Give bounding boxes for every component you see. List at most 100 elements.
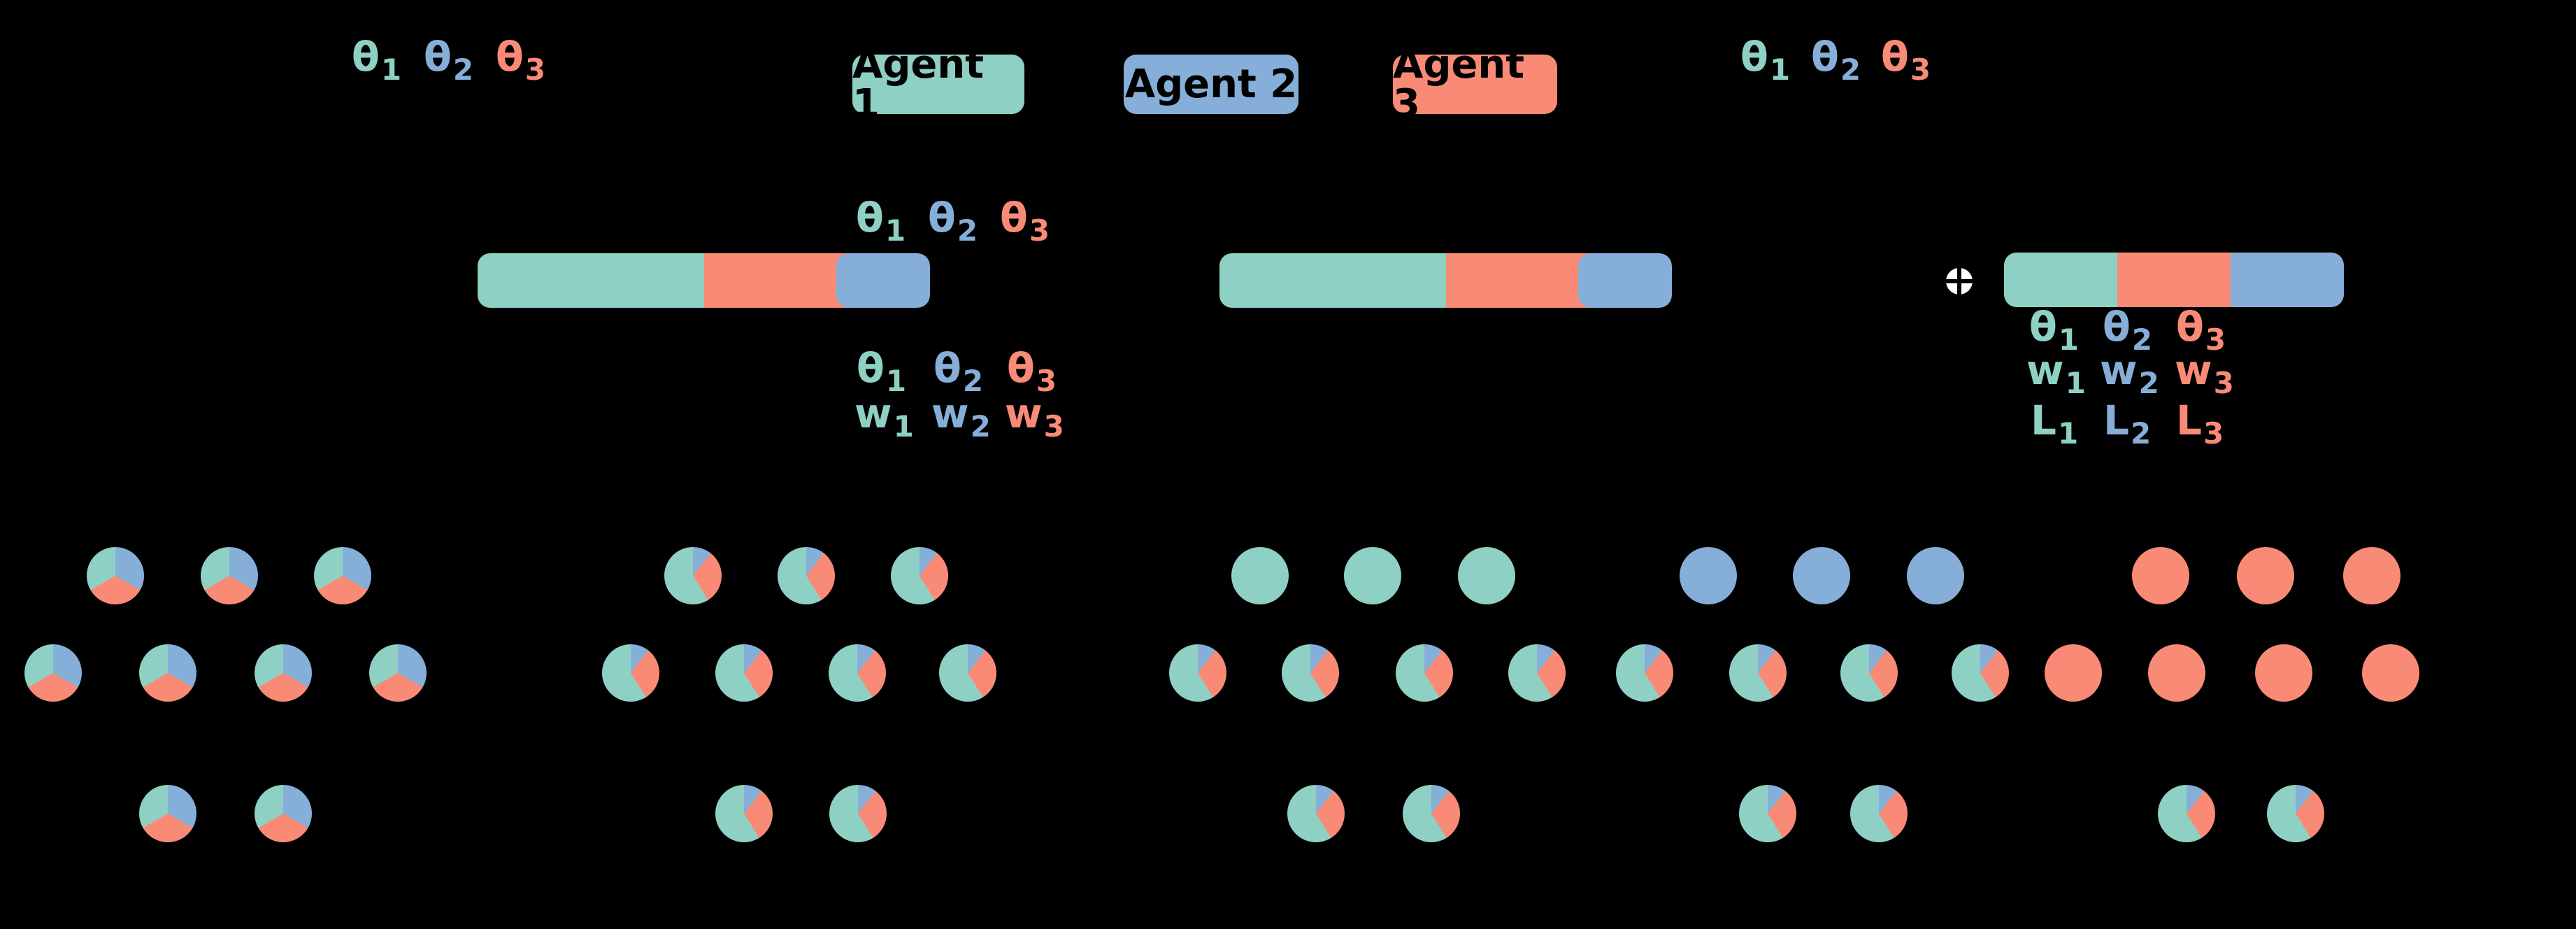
param-base-glyph: θ xyxy=(496,33,524,80)
param-subscript: 2 xyxy=(2130,416,2152,451)
agent2-model-bar-segment-salmon xyxy=(1445,253,1591,308)
agent1-model-bar-segment-blue xyxy=(836,253,930,308)
data-pie-group4-r3-8 xyxy=(1850,785,1908,842)
theta-row-top-right-item-2: θ2 xyxy=(1811,33,1861,84)
agent2-model-bar xyxy=(1219,253,1672,308)
data-pie-group4-r1-10 xyxy=(1680,547,1737,604)
data-pie-group1-r2-3 xyxy=(255,644,312,702)
data-pie-group1-r1-3 xyxy=(314,547,371,604)
param-subscript: 1 xyxy=(2065,365,2086,400)
param-subscript: 2 xyxy=(452,52,474,87)
param-base-glyph: w xyxy=(854,390,892,437)
theta-row-below-bar3-item-3: θ3 xyxy=(2176,303,2226,354)
data-pie-group3-r2-11 xyxy=(1396,644,1453,702)
theta-row-below-bar1-item-2: θ2 xyxy=(933,348,983,395)
param-base-glyph: θ xyxy=(1007,344,1035,392)
data-pie-group5-r2-19 xyxy=(2255,644,2312,702)
theta-row-top-left-item-3: θ3 xyxy=(496,33,545,84)
param-base-glyph: w xyxy=(2175,346,2212,394)
param-subscript: 3 xyxy=(1910,52,1931,87)
data-pie-group1-r1-1 xyxy=(87,547,144,604)
theta-row-top-left-item-1: θ1 xyxy=(352,33,401,84)
theta-row-below-bar1-item-1: θ1 xyxy=(857,348,906,395)
data-pie-group5-r2-17 xyxy=(2045,644,2102,702)
L-row-below-bar3-item-2: L2 xyxy=(2103,397,2151,448)
param-subscript: 3 xyxy=(1036,363,1057,398)
data-pie-group2-r2-6 xyxy=(715,644,773,702)
data-pie-group2-r3-4 xyxy=(829,785,887,842)
aggregated-model-bar-segment-teal xyxy=(2004,253,2118,307)
agent-box-3: Agent 3 xyxy=(1393,45,1557,123)
aggregated-model-bar-segment-salmon xyxy=(2117,253,2231,307)
agent1-model-bar-segment-salmon xyxy=(703,253,849,308)
data-pie-group2-r2-5 xyxy=(602,644,659,702)
data-pie-group3-r2-12 xyxy=(1508,644,1566,702)
data-pie-group2-r2-7 xyxy=(829,644,886,702)
param-subscript: 2 xyxy=(957,213,978,248)
param-subscript: 2 xyxy=(962,363,984,398)
data-pie-group1-r2-4 xyxy=(369,644,427,702)
param-subscript: 3 xyxy=(2203,416,2224,451)
data-pie-group4-r2-13 xyxy=(1616,644,1673,702)
data-pie-group4-r3-7 xyxy=(1739,785,1796,842)
L-row-below-bar3-item-3: L3 xyxy=(2176,400,2224,448)
data-pie-group2-r1-5 xyxy=(778,547,835,604)
param-subscript: 3 xyxy=(1029,213,1050,248)
param-base-glyph: θ xyxy=(352,33,380,80)
aggregation-plus-icon xyxy=(1942,264,1976,298)
agent-box-label: Agent 1 xyxy=(852,41,985,127)
param-base-glyph: θ xyxy=(1000,194,1028,241)
data-pie-group4-r2-16 xyxy=(1952,644,2009,702)
theta-row-below-bar3-item-2: θ2 xyxy=(2103,306,2152,354)
data-pie-group3-r1-9 xyxy=(1458,547,1515,604)
data-pie-group4-r1-12 xyxy=(1907,547,1964,604)
data-pie-group1-r2-2 xyxy=(139,644,196,702)
agent1-model-bar-segment-teal xyxy=(478,253,704,308)
param-base-glyph: θ xyxy=(1811,33,1839,80)
param-base-glyph: L xyxy=(2103,397,2129,444)
param-subscript: 2 xyxy=(970,409,991,444)
param-subscript: 1 xyxy=(380,52,402,87)
param-subscript: 3 xyxy=(2205,322,2226,357)
agent2-model-bar-segment-blue xyxy=(1577,253,1672,308)
theta-row-above-bar1-item-1: θ1 xyxy=(856,194,906,245)
param-base-glyph: θ xyxy=(2176,303,2204,350)
param-base-glyph: θ xyxy=(933,344,961,392)
w-row-below-bar1-item-1: w1 xyxy=(854,390,914,441)
param-subscript: 2 xyxy=(1840,52,1861,87)
param-base-glyph: θ xyxy=(856,194,884,241)
data-pie-group1-r3-1 xyxy=(139,785,196,842)
data-pie-group3-r1-8 xyxy=(1344,547,1401,604)
param-subscript: 3 xyxy=(524,52,546,87)
param-subscript: 1 xyxy=(2058,322,2080,357)
param-subscript: 3 xyxy=(1043,409,1064,444)
param-base-glyph: θ xyxy=(424,33,452,80)
plus-horizontal-stroke xyxy=(1942,279,1976,283)
param-base-glyph: θ xyxy=(857,344,885,392)
data-pie-group3-r1-7 xyxy=(1231,547,1289,604)
aggregated-model-bar xyxy=(2004,253,2344,307)
data-pie-group3-r2-10 xyxy=(1282,644,1339,702)
param-base-glyph: w xyxy=(931,390,969,437)
agent1-model-bar xyxy=(478,253,930,308)
param-base-glyph: w xyxy=(2100,346,2138,394)
param-base-glyph: θ xyxy=(1740,33,1768,80)
w-row-below-bar3-item-2: w2 xyxy=(2100,350,2159,397)
data-pie-group3-r3-5 xyxy=(1287,785,1345,842)
agent-box-1: Agent 1 xyxy=(852,45,1024,123)
agent-box-label: Agent 3 xyxy=(1393,41,1525,127)
agent-box-2: Agent 2 xyxy=(1124,55,1298,114)
data-pie-group1-r3-2 xyxy=(255,785,312,842)
param-base-glyph: w xyxy=(1005,390,1043,437)
data-pie-group5-r1-14 xyxy=(2237,547,2294,604)
param-subscript: 1 xyxy=(885,213,906,248)
data-pie-group5-r1-13 xyxy=(2132,547,2189,604)
param-subscript: 3 xyxy=(2213,365,2234,400)
param-base-glyph: L xyxy=(2031,397,2056,444)
theta-row-above-bar1-item-2: θ2 xyxy=(928,194,978,245)
param-base-glyph: θ xyxy=(2029,303,2057,350)
param-base-glyph: θ xyxy=(928,194,956,241)
aggregated-model-bar-segment-blue xyxy=(2231,253,2344,307)
param-base-glyph: θ xyxy=(1881,33,1909,80)
